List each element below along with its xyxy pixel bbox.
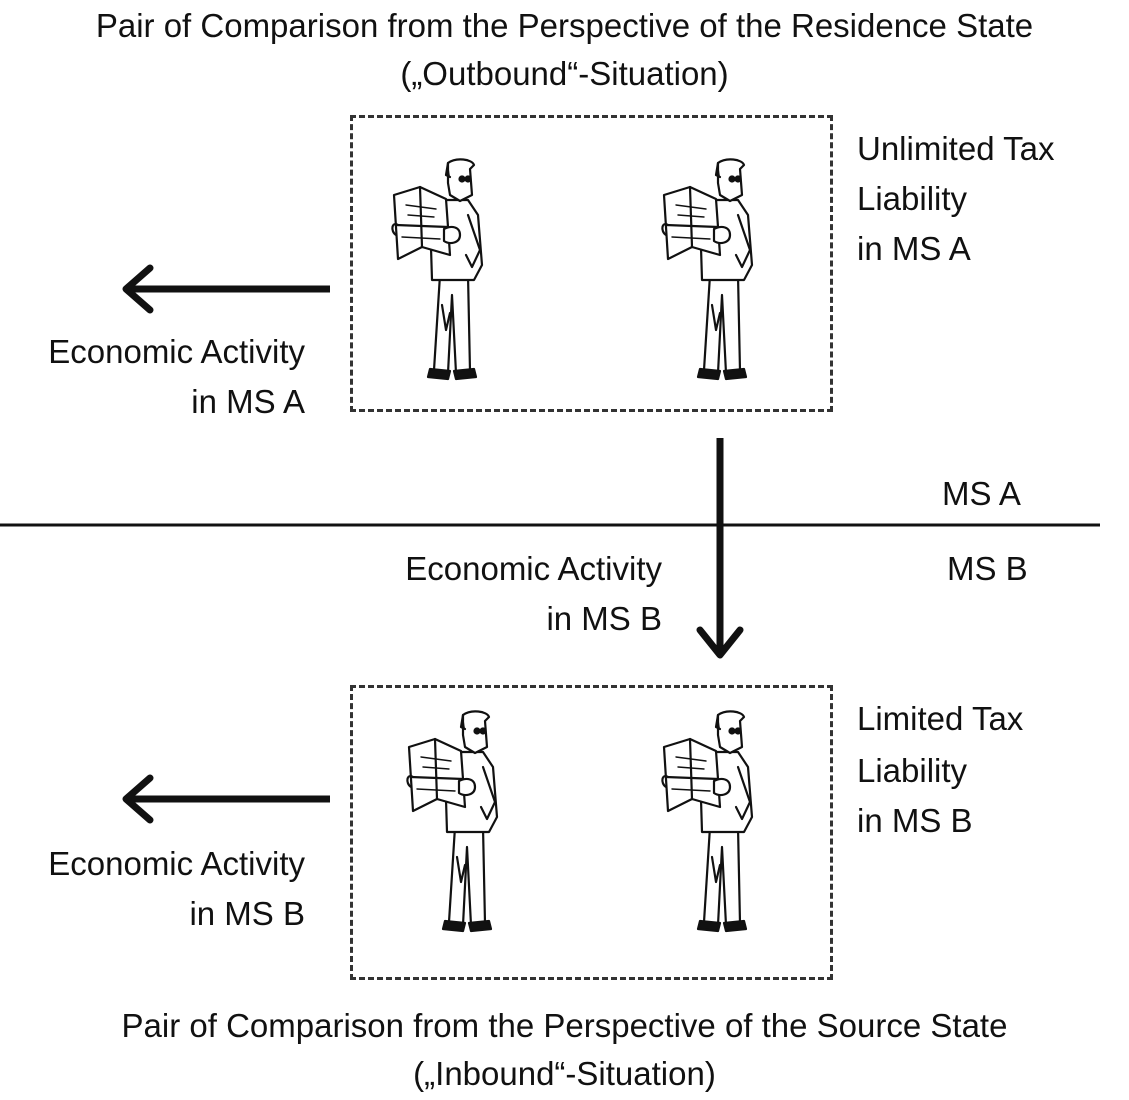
bottom-box-label-line2: Liability <box>857 752 968 789</box>
down-arrow-head <box>696 626 744 659</box>
bottom-title-line1: Pair of Comparison from the Perspective … <box>121 1007 1008 1044</box>
bottom-box-label-line1: Limited Tax <box>857 700 1024 737</box>
outbound-comparison-box <box>350 115 833 412</box>
bottom-left-activity-line2: in MS B <box>189 895 305 932</box>
border-label-ms-a: MS A <box>942 475 1021 512</box>
bottom-left-arrow-head <box>122 774 154 824</box>
middle-activity-line1: Economic Activity <box>405 550 662 587</box>
bottom-box-label-line3: in MS B <box>857 802 973 839</box>
top-box-label-line1: Unlimited Tax <box>857 130 1055 167</box>
top-left-activity-line2: in MS A <box>191 383 305 420</box>
bottom-title-line2: („Inbound“-Situation) <box>413 1055 716 1092</box>
top-left-arrow-head <box>122 264 154 314</box>
top-left-activity-line1: Economic Activity <box>48 333 305 370</box>
top-box-label-line3: in MS A <box>857 230 971 267</box>
border-label-ms-b: MS B <box>947 550 1028 587</box>
top-box-label-line2: Liability <box>857 180 968 217</box>
bottom-left-activity-line1: Economic Activity <box>48 845 305 882</box>
top-title-line1: Pair of Comparison from the Perspective … <box>95 7 1034 44</box>
top-title-line2: („Outbound“-Situation) <box>400 55 729 92</box>
inbound-comparison-box <box>350 685 833 980</box>
middle-activity-line2: in MS B <box>546 600 662 637</box>
